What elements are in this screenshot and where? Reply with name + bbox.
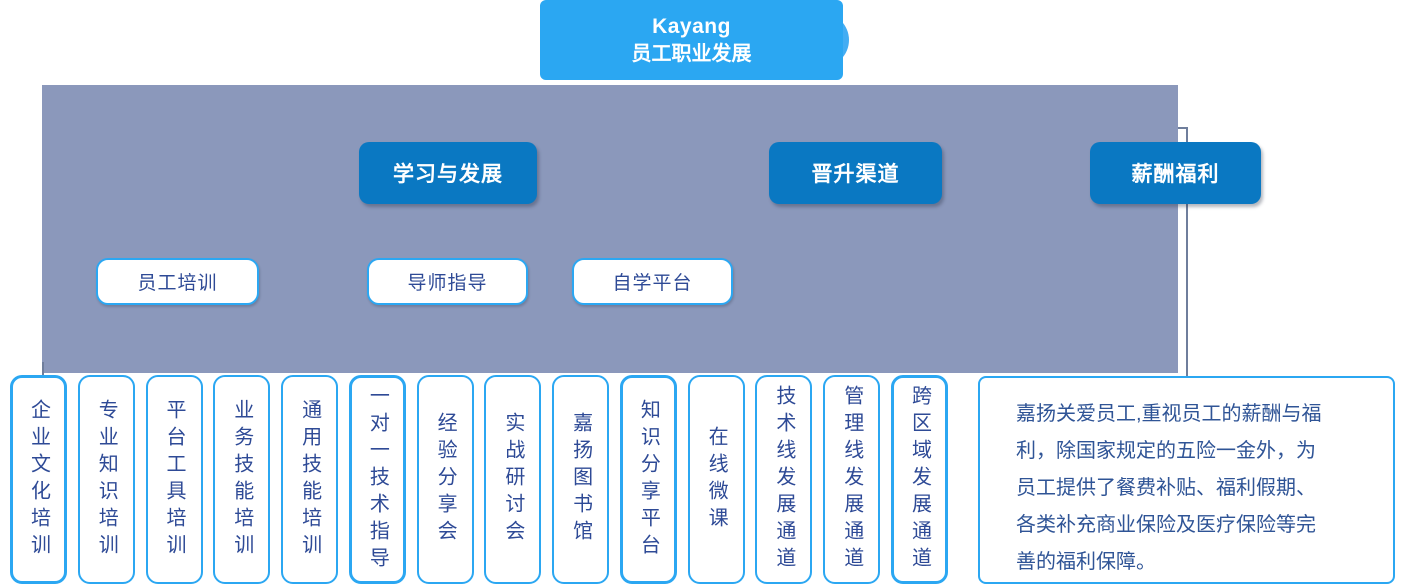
node-compensation-benefits: 薪酬福利: [1090, 142, 1261, 204]
node-promotion-channel: 晋升渠道: [769, 142, 942, 204]
leaf-node-technical-track-channel: 技术线发展通道: [755, 375, 813, 584]
leaf-node-kayang-library: 嘉扬图书馆: [552, 375, 610, 584]
leaf-node-general-skills-training: 通用技能培训: [281, 375, 339, 584]
connector-stub-left: [42, 362, 44, 375]
node-employee-training: 员工培训: [96, 258, 259, 305]
leaf-node-platform-tools-training: 平台工具培训: [145, 375, 203, 584]
leaf-node-professional-knowledge-training: 专业知识培训: [77, 375, 135, 584]
leaf-node-corporate-culture-training: 企业文化培训: [10, 375, 67, 584]
leaf-node-practical-seminar: 实战研讨会: [484, 375, 542, 584]
leaf-node-business-skills-training: 业务技能培训: [213, 375, 271, 584]
connector-elbow-vertical: [1186, 127, 1188, 376]
diagram-panel: [42, 85, 1178, 373]
root-title-line2: 员工职业发展: [631, 42, 752, 65]
leaf-node-cross-region-channel: 跨区域发展通道: [890, 375, 948, 584]
root-title-line1: Kayang: [652, 15, 731, 39]
leaf-node-row: 企业文化培训 专业知识培训 平台工具培训 业务技能培训 通用技能培训 一对一技术…: [10, 375, 948, 584]
benefits-note: 嘉扬关爱员工,重视员工的薪酬与福 利，除国家规定的五险一金外，为 员工提供了餐费…: [978, 376, 1395, 584]
leaf-node-experience-sharing-session: 经验分享会: [416, 375, 474, 584]
leaf-node-knowledge-sharing-platform: 知识分享平台: [619, 375, 677, 584]
node-self-learning-platform: 自学平台: [572, 258, 733, 305]
leaf-node-online-micro-courses: 在线微课: [687, 375, 745, 584]
leaf-node-management-track-channel: 管理线发展通道: [823, 375, 881, 584]
root-node-kayang: Kayang 员工职业发展: [540, 0, 843, 80]
node-learning-and-development: 学习与发展: [359, 142, 537, 204]
node-mentor-guidance: 导师指导: [367, 258, 528, 305]
connector-elbow-horizontal: [1178, 127, 1187, 129]
leaf-node-one-on-one-technical-guidance: 一对一技术指导: [348, 375, 406, 584]
